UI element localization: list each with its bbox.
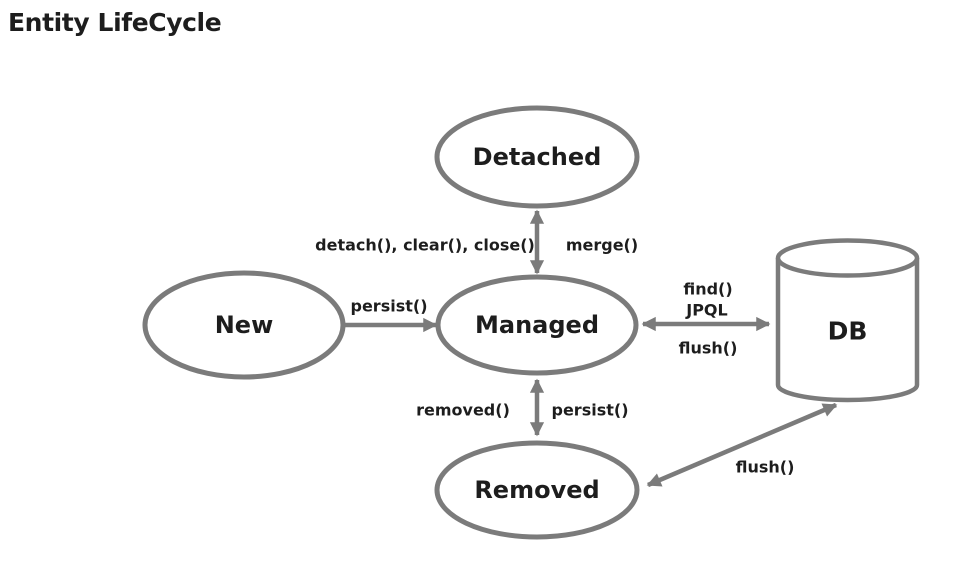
detached-ellipse <box>434 105 640 209</box>
node-removed-label: Removed <box>474 476 599 504</box>
db-cylinder-body <box>775 258 920 403</box>
node-db: DB <box>775 238 920 403</box>
node-db-label: DB <box>828 317 868 346</box>
edge-label-persist-removed: persist() <box>552 401 629 420</box>
managed-ellipse <box>435 274 639 376</box>
edge-label-flush-managed: flush() <box>679 339 738 358</box>
arrow-removed-db <box>646 402 838 488</box>
new-ellipse <box>142 270 346 380</box>
node-managed-label: Managed <box>475 311 599 339</box>
node-detached: Detached <box>434 105 640 209</box>
edge-label-detach-clear-close: detach(), clear(), close() <box>315 236 535 255</box>
node-new-label: New <box>215 311 274 339</box>
removed-ellipse <box>434 440 640 540</box>
node-removed: Removed <box>434 440 640 540</box>
edge-label-persist-new: persist() <box>351 297 428 316</box>
node-detached-label: Detached <box>473 143 602 171</box>
page-title: Entity LifeCycle <box>8 8 222 37</box>
edge-label-removed: removed() <box>416 401 510 420</box>
node-new: New <box>142 270 346 380</box>
edge-label-merge: merge() <box>566 236 638 255</box>
node-managed: Managed <box>435 274 639 376</box>
edge-label-find: find() <box>683 280 732 299</box>
db-cylinder-top <box>775 238 920 278</box>
edge-label-jpql: JPQL <box>685 301 727 320</box>
edge-label-flush-removed: flush() <box>736 458 795 477</box>
